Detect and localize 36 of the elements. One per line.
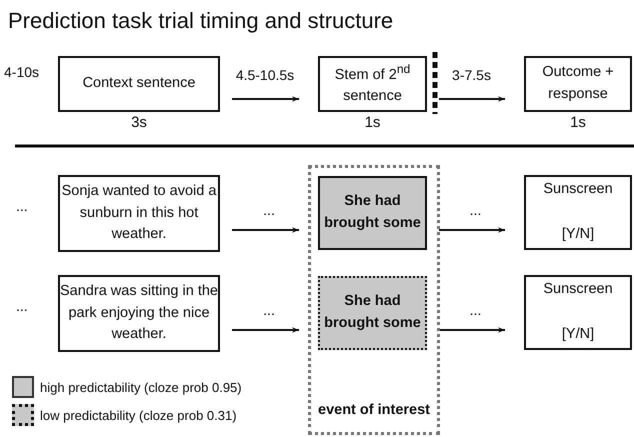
title: Prediction task trial timing and structure — [8, 8, 394, 34]
duration-label: 3s — [130, 113, 148, 133]
node-text: She had brought some — [323, 192, 422, 233]
event-frame — [308, 165, 440, 435]
frame-caption: event of interest — [318, 400, 430, 420]
node-text: Stem of 2$^{nd}$ sentence — [334, 60, 412, 106]
node-text: Sunscreen — [543, 180, 613, 199]
ellipsis-label: ... — [16, 198, 28, 214]
arrow — [439, 227, 505, 233]
node-text: Context sentence — [82, 74, 196, 94]
arrow — [439, 327, 505, 333]
node-text: She had brought some — [323, 292, 422, 333]
outcome-box — [524, 175, 632, 250]
ellipsis-label: ... — [16, 298, 28, 314]
duration-label: 1s — [364, 113, 382, 133]
node-text: Sunscreen — [543, 280, 613, 299]
arrow — [232, 327, 299, 333]
edge-label: 3-7.5s — [452, 67, 491, 83]
arrow — [232, 96, 299, 102]
stimulus-box — [318, 176, 427, 250]
node-text: [Y/N] — [562, 325, 594, 344]
text-box — [58, 275, 220, 352]
legend-text: low predictability (cloze prob 0.31) — [40, 408, 237, 422]
stimulus-box — [318, 276, 427, 350]
duration-label: 1s — [569, 113, 587, 133]
outcome-box — [524, 275, 632, 350]
arrow — [232, 227, 299, 233]
legend-text: high predictability (cloze prob 0.95) — [40, 380, 242, 394]
text-box — [58, 175, 220, 252]
arrow — [439, 96, 505, 102]
node-text: Sandra was sitting in the park enjoying the nice weather. — [60, 282, 218, 344]
node-text: Sonja wanted to avoid a sunburn in this hot weather. — [60, 182, 218, 244]
node-text: Outcome + response — [541, 63, 615, 104]
node-text: [Y/N] — [562, 225, 594, 244]
edge-label: 4.5-10.5s — [236, 67, 294, 83]
duration-label: 4-10s — [4, 64, 40, 80]
